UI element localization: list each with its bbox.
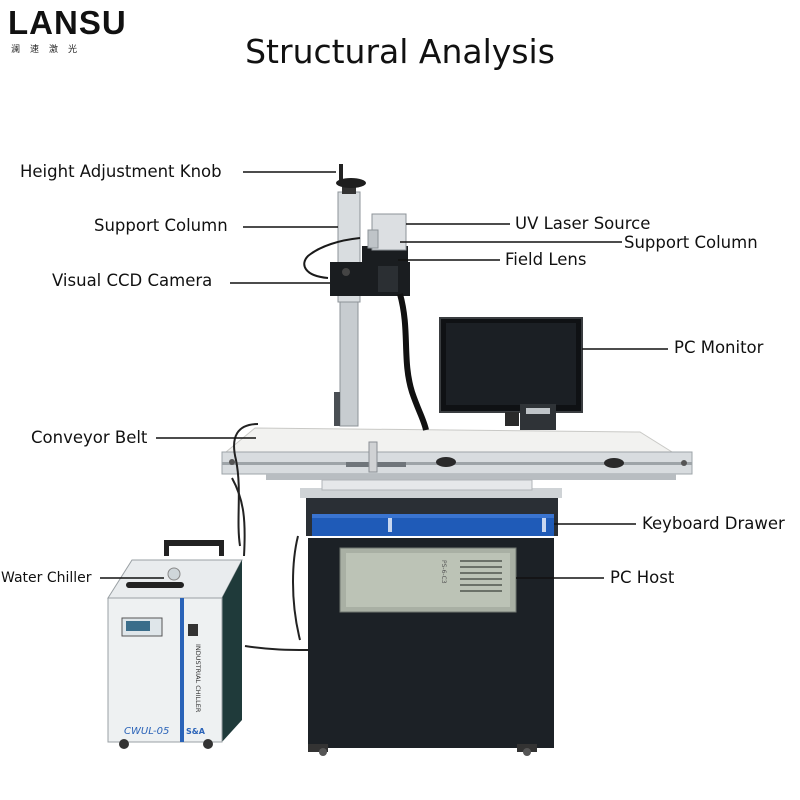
field-lens xyxy=(378,266,398,292)
leader-lines xyxy=(100,171,668,579)
pc-host-box: PS-6-C3 xyxy=(339,547,517,613)
label-height-adjustment-knob: Height Adjustment Knob xyxy=(20,162,222,181)
conveyor-cable xyxy=(233,423,259,547)
label-support-column-left: Support Column xyxy=(94,216,228,235)
laser-cable xyxy=(397,293,429,431)
pc-monitor xyxy=(439,317,583,430)
pc-host-panel-text: PS-6-C3 xyxy=(440,560,447,584)
label-water-chiller: Water Chiller xyxy=(1,570,92,586)
label-pc-host: PC Host xyxy=(610,568,675,587)
chiller-side-text: INDUSTRIAL CHILLER xyxy=(194,644,202,713)
label-field-lens: Field Lens xyxy=(505,250,587,269)
chiller-brand-label: S&A xyxy=(186,727,206,736)
brand-logo: LANSU 澜速激光 xyxy=(8,6,127,55)
label-keyboard-drawer: Keyboard Drawer xyxy=(642,514,785,533)
label-pc-monitor: PC Monitor xyxy=(674,338,764,357)
height-adjustment-knob xyxy=(336,164,366,188)
label-uv-laser-source: UV Laser Source xyxy=(515,214,651,233)
page-title: Structural Analysis xyxy=(245,32,555,71)
power-cable xyxy=(231,477,246,557)
conveyor-belt xyxy=(221,427,693,491)
support-column xyxy=(334,186,361,427)
chiller-model-label: CWUL-05 xyxy=(124,726,169,737)
logo-wordmark: LANSU xyxy=(8,4,127,41)
water-chiller: CWUL-05 S&A INDUSTRIAL CHILLER xyxy=(107,540,243,749)
label-visual-ccd-camera: Visual CCD Camera xyxy=(52,271,213,290)
label-conveyor-belt: Conveyor Belt xyxy=(31,428,148,447)
logo-subtitle: 澜速激光 xyxy=(11,45,88,55)
camera-cable xyxy=(303,237,361,279)
uv-laser-source xyxy=(367,213,407,251)
chiller-hose xyxy=(244,645,309,651)
keyboard-drawer xyxy=(312,514,554,536)
label-support-column-right: Support Column xyxy=(624,233,758,252)
